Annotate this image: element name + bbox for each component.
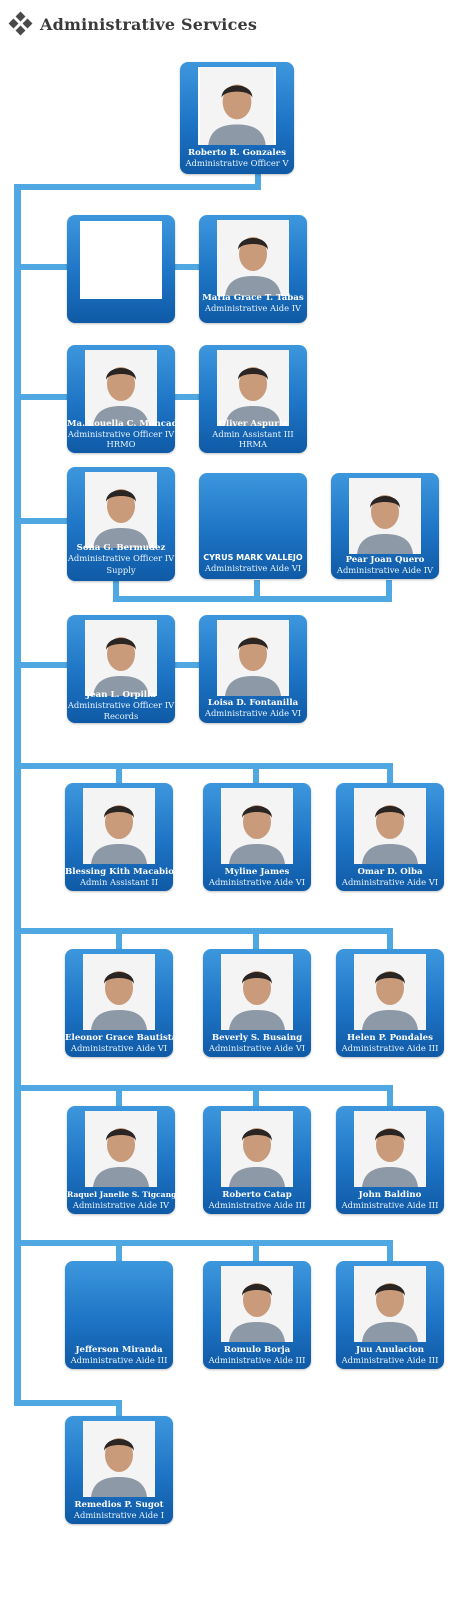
person-title: Administrative Aide VI — [208, 1043, 306, 1053]
person-title: Administrative Aide VI — [70, 1043, 168, 1053]
person-name: Raquel Janelle S. Tigcangay — [67, 1190, 186, 1199]
page-header: Administrative Services — [8, 10, 258, 38]
person-title: Administrative Aide III — [341, 1043, 439, 1053]
person-title: Admin Assistant II — [79, 877, 159, 887]
portrait-photo — [217, 620, 289, 696]
person-name: Myline James — [224, 867, 290, 877]
person-name: CYRUS MARK VALLEJO — [203, 553, 303, 562]
person-name: Maria Grace T. Tabas — [202, 293, 304, 303]
org-card[interactable]: Juu Anulacion Administrative Aide III — [336, 1261, 444, 1369]
head-card[interactable]: Roberto R. Gonzales Administrative Offic… — [180, 62, 294, 174]
person-name: Jefferson Miranda — [75, 1345, 163, 1355]
person-title: Administrative Aide VI — [204, 708, 302, 718]
person-title: Administrative Aide VI — [341, 877, 439, 887]
person-title: Administrative Aide IV — [72, 1200, 170, 1210]
portrait-photo — [221, 788, 293, 864]
portrait-photo — [354, 1111, 426, 1187]
person-name: Remedios P. Sugot — [74, 1500, 164, 1510]
person-name: Romulo Borja — [223, 1345, 291, 1355]
org-card[interactable]: Roberto Catap Administrative Aide III — [203, 1106, 311, 1214]
org-card[interactable] — [67, 215, 175, 323]
org-card[interactable]: Helen P. Pondales Administrative Aide II… — [336, 949, 444, 1057]
portrait-photo — [85, 472, 157, 548]
person-name: Jean L. Orpilla — [86, 690, 156, 700]
org-card[interactable]: John Baldino Administrative Aide III — [336, 1106, 444, 1214]
portrait-photo — [83, 1421, 155, 1497]
org-card[interactable]: Remedios P. Sugot Administrative Aide I — [65, 1416, 173, 1524]
person-title: Administrative Officer IV — [67, 429, 175, 439]
person-title: Administrative Aide VI — [208, 877, 306, 887]
org-card[interactable]: Myline James Administrative Aide VI — [203, 783, 311, 891]
org-card[interactable]: Beverly S. Busaing Administrative Aide V… — [203, 949, 311, 1057]
person-name: Roberto Catap — [222, 1190, 292, 1200]
person-name: Blessing Kith Macabio — [65, 867, 175, 877]
org-card[interactable]: Sofia G. Bermudez Administrative Officer… — [67, 467, 175, 581]
person-title: Administrative Aide VI — [204, 563, 302, 573]
portrait-photo — [83, 954, 155, 1030]
org-card[interactable]: Loisa D. Fontanilla Administrative Aide … — [199, 615, 307, 723]
portrait-photo — [221, 954, 293, 1030]
org-card[interactable]: Romulo Borja Administrative Aide III — [203, 1261, 311, 1369]
org-card[interactable]: Eleonor Grace Bautista Administrative Ai… — [65, 949, 178, 1057]
person-title: Administrative Aide III — [208, 1355, 306, 1365]
portrait-photo — [221, 1111, 293, 1187]
org-card[interactable]: Omar D. Olba Administrative Aide VI — [336, 783, 444, 891]
portrait-photo — [85, 1111, 157, 1187]
person-title: Administrative Aide III — [208, 1200, 306, 1210]
person-name: Ma. Louella C. Moncada — [67, 419, 184, 429]
person-name: Omar D. Olba — [357, 867, 423, 877]
person-department: Records — [103, 711, 139, 721]
person-title: Administrative Aide I — [73, 1510, 165, 1520]
portrait-photo — [354, 788, 426, 864]
org-card[interactable]: Raquel Janelle S. Tigcangay Administrati… — [67, 1106, 186, 1214]
person-name: Eleonor Grace Bautista — [65, 1033, 178, 1043]
person-title: Administrative Officer V — [185, 158, 289, 168]
person-name: John Baldino — [358, 1190, 422, 1200]
person-department: Supply — [106, 565, 136, 575]
head-connector — [255, 168, 261, 188]
portrait-photo — [221, 1266, 293, 1342]
portrait-placeholder — [80, 221, 162, 299]
portrait-photo — [85, 620, 157, 696]
portrait-photo — [217, 220, 289, 296]
portrait-photo — [85, 350, 157, 426]
person-title: Admin Assistant III — [212, 429, 294, 439]
person-name: Juu Anulacion — [355, 1345, 425, 1355]
person-department: HRMA — [238, 439, 268, 449]
portrait-photo — [83, 788, 155, 864]
person-title: Administrative Aide IV — [336, 565, 434, 575]
person-name: Roberto R. Gonzales — [187, 148, 287, 158]
person-title: Administrative Officer IV — [67, 700, 175, 710]
portrait-photo — [217, 350, 289, 426]
portrait-photo — [198, 67, 276, 145]
org-card[interactable]: Pear Joan Quero Administrative Aide IV — [331, 473, 439, 579]
org-card[interactable]: Jefferson Miranda Administrative Aide II… — [65, 1261, 173, 1369]
org-card[interactable]: Blessing Kith Macabio Admin Assistant II — [65, 783, 175, 891]
head-branch — [14, 184, 261, 190]
person-title: Administrative Aide III — [341, 1355, 439, 1365]
org-card[interactable]: Ma. Louella C. Moncada Administrative Of… — [67, 345, 184, 453]
person-name: Beverly S. Busaing — [211, 1033, 303, 1043]
org-card[interactable]: Jean L. Orpilla Administrative Officer I… — [67, 615, 175, 723]
org-card[interactable]: CYRUS MARK VALLEJO Administrative Aide V… — [199, 473, 307, 579]
person-title: Administrative Officer IV — [67, 553, 175, 563]
org-card[interactable]: Maria Grace T. Tabas Administrative Aide… — [199, 215, 307, 323]
person-name: Helen P. Pondales — [347, 1033, 433, 1043]
portrait-photo — [349, 478, 421, 554]
person-title: Administrative Aide III — [341, 1200, 439, 1210]
trunk-connector — [14, 184, 21, 1406]
person-name: Pear Joan Quero — [345, 555, 425, 565]
portrait-photo — [354, 1266, 426, 1342]
page-title: Administrative Services — [40, 14, 258, 34]
person-department: HRMO — [106, 439, 136, 449]
portrait-photo — [354, 954, 426, 1030]
org-card[interactable]: Oliver Aspuria Admin Assistant III HRMA — [199, 345, 307, 453]
person-name: Sofia G. Bermudez — [76, 543, 166, 553]
person-name: Oliver Aspuria — [218, 419, 288, 429]
person-title: Administrative Aide III — [70, 1355, 168, 1365]
person-name: Loisa D. Fontanilla — [207, 698, 299, 708]
person-title: Administrative Aide IV — [204, 303, 302, 313]
